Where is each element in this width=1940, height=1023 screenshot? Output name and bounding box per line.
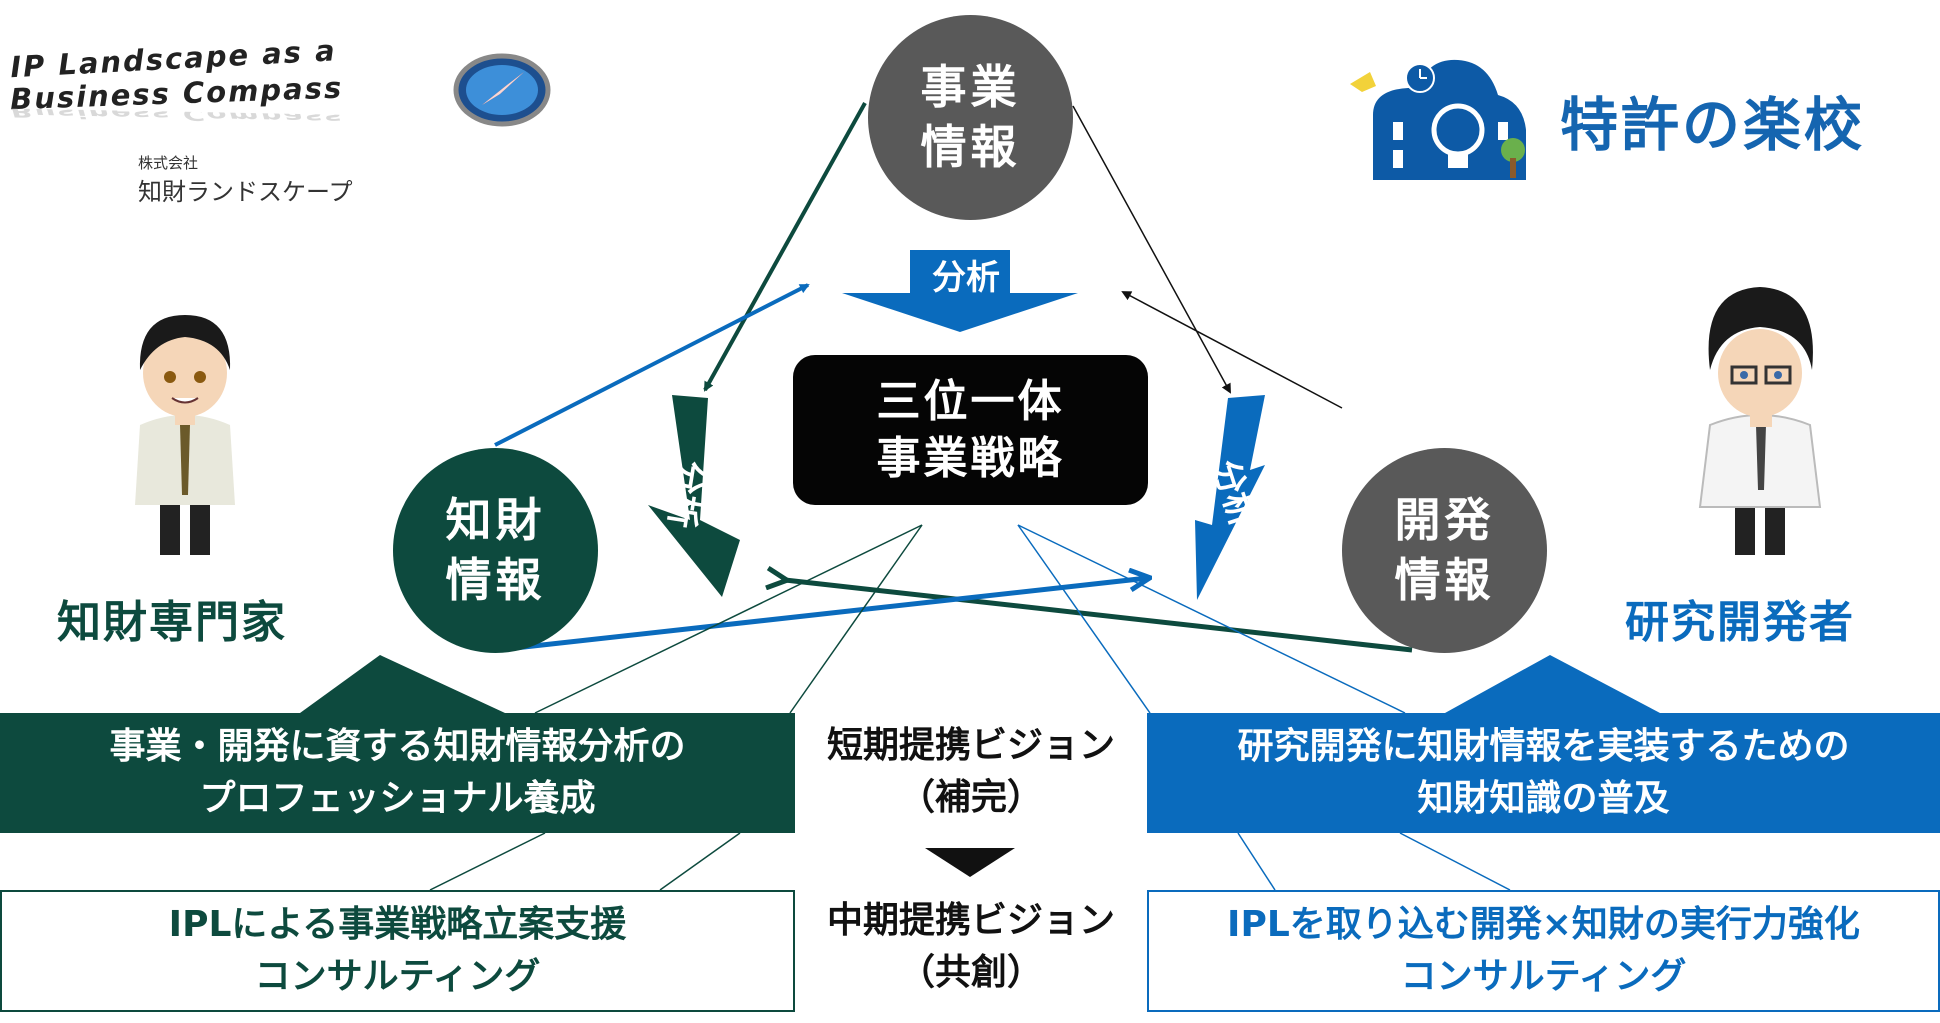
node-business-line2: 情報 (921, 118, 1021, 178)
analysis-label-left: 分析 (659, 457, 718, 532)
logo-reflection: Business Compass (10, 108, 480, 129)
band-to-output-right-a (1238, 833, 1275, 890)
arrow-dev-to-business (1123, 292, 1342, 408)
output-left-line2: コンサルティング (255, 951, 541, 1003)
node-ip-line1: 知財 (446, 491, 546, 551)
callout-wedge-right (1445, 655, 1660, 713)
band-to-output-left-a (430, 833, 545, 890)
band-left-line1: 事業・開発に資する知財情報分析の (109, 721, 685, 773)
arrow-ip-to-dev (515, 578, 1148, 648)
short-vision-sub: （補完） (800, 772, 1142, 824)
node-business-line1: 事業 (921, 58, 1021, 118)
band-right-line1: 研究開発に知財情報を実装するための (1237, 721, 1849, 773)
role-researcher: 研究開発者 (1625, 586, 1855, 650)
node-dev-line1: 開発 (1395, 491, 1495, 551)
output-strategy-consulting: IPLによる事業戦略立案支援 コンサルティング (0, 890, 795, 1012)
ipl-logo: IP Landscape as a Business Compass Busin… (10, 38, 480, 130)
analysis-label-top: 分析 (932, 250, 1000, 299)
center-strategy-box: 三位一体 事業戦略 (793, 355, 1148, 505)
band-to-output-right-b (1400, 833, 1510, 890)
ip-specialist-avatar (110, 295, 260, 560)
school-logo-name: 特許の楽校 (1560, 78, 1865, 162)
callout-wedge-left (300, 655, 505, 713)
funnel-line-left-b (790, 525, 922, 713)
vision-arrow-down (925, 848, 1015, 877)
band-left-line2: プロフェッショナル養成 (199, 773, 595, 825)
role-ip-specialist: 知財専門家 (57, 586, 287, 650)
researcher-avatar (1680, 275, 1840, 560)
arrow-business-to-dev (1073, 106, 1230, 392)
company-name: 知財ランドスケープ (138, 172, 353, 207)
center-line1: 三位一体 (877, 373, 1065, 430)
node-dev-line2: 情報 (1395, 551, 1495, 611)
node-ip-line2: 情報 (446, 551, 546, 611)
output-right-line1: IPLを取り込む開発×知財の実行力強化 (1227, 899, 1860, 951)
mid-term-vision: 中期提携ビジョン （共創） (800, 895, 1142, 999)
company-prefix: 株式会社 (138, 152, 198, 173)
school-logo-icon (1348, 50, 1538, 185)
node-business-info: 事業 情報 (868, 15, 1073, 220)
center-line2: 事業戦略 (877, 430, 1065, 487)
node-dev-info: 開発 情報 (1342, 448, 1547, 653)
band-right-line2: 知財知識の普及 (1417, 773, 1669, 825)
band-ip-knowledge-spread: 研究開発に知財情報を実装するための 知財知識の普及 (1147, 713, 1940, 833)
band-ip-professional-training: 事業・開発に資する知財情報分析の プロフェッショナル養成 (0, 713, 795, 833)
output-execution-consulting: IPLを取り込む開発×知財の実行力強化 コンサルティング (1147, 890, 1940, 1012)
short-vision-title: 短期提携ビジョン (800, 720, 1142, 772)
output-left-line1: IPLによる事業戦略立案支援 (169, 899, 627, 951)
compass-icon (452, 50, 552, 130)
mid-vision-title: 中期提携ビジョン (800, 895, 1142, 947)
short-term-vision: 短期提携ビジョン （補完） (800, 720, 1142, 824)
band-to-output-left-b (660, 833, 740, 890)
node-ip-info: 知財 情報 (393, 448, 598, 653)
arrow-ip-to-business (495, 285, 808, 445)
output-right-line2: コンサルティング (1401, 951, 1687, 1003)
arrow-business-to-ip (705, 103, 865, 390)
mid-vision-sub: （共創） (800, 947, 1142, 999)
